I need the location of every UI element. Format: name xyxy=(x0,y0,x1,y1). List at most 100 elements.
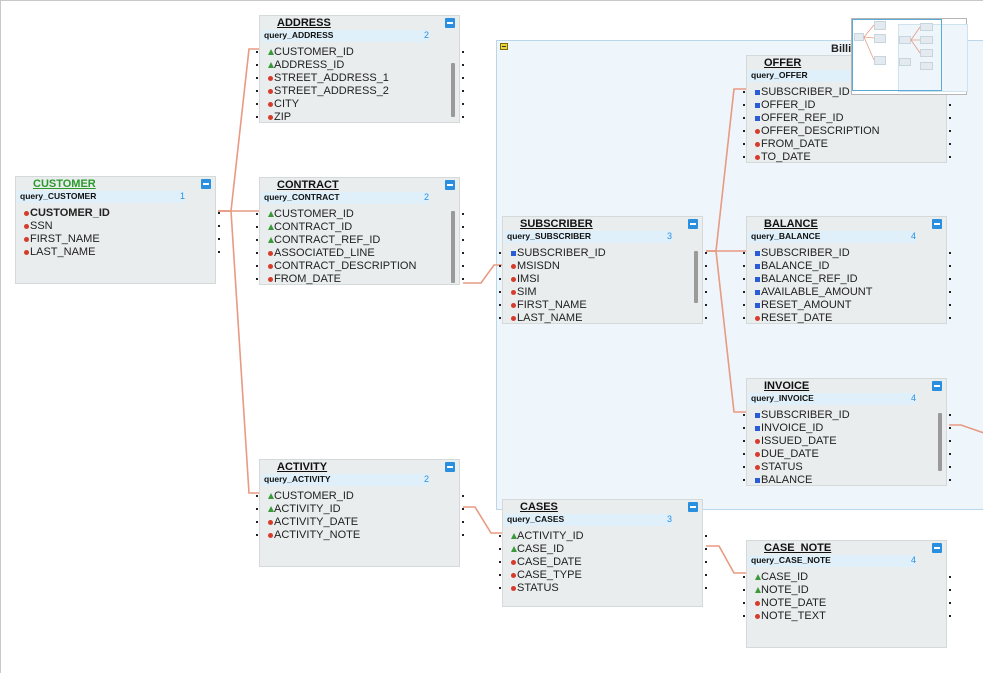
right-connector-dot[interactable] xyxy=(949,615,951,617)
column-row[interactable]: NOTE_TEXT xyxy=(743,610,951,623)
column-row[interactable]: IMSI xyxy=(499,273,707,286)
link-customer-address[interactable] xyxy=(218,48,259,212)
column-row[interactable]: ACTIVITY_ID xyxy=(256,503,464,516)
left-connector-dot[interactable] xyxy=(256,213,258,215)
right-connector-dot[interactable] xyxy=(949,143,951,145)
column-row[interactable]: TO_DATE xyxy=(743,151,951,164)
left-connector-dot[interactable] xyxy=(499,317,501,319)
right-connector-dot[interactable] xyxy=(705,535,707,537)
table-title[interactable]: INVOICE xyxy=(764,380,810,392)
column-row[interactable]: OFFER_DESCRIPTION xyxy=(743,125,951,138)
left-connector-dot[interactable] xyxy=(743,576,745,578)
column-row[interactable]: SSN xyxy=(16,220,220,233)
right-connector-dot[interactable] xyxy=(949,440,951,442)
column-row[interactable]: CUSTOMER_ID xyxy=(256,490,464,503)
right-connector-dot[interactable] xyxy=(218,238,220,240)
right-connector-dot[interactable] xyxy=(705,252,707,254)
collapse-toggle-icon[interactable] xyxy=(932,219,942,229)
column-row[interactable]: FROM_DATE xyxy=(743,138,951,151)
column-row[interactable]: SUBSCRIBER_ID xyxy=(499,247,707,260)
left-connector-dot[interactable] xyxy=(256,239,258,241)
column-row[interactable]: ZIP xyxy=(256,111,464,124)
column-row[interactable]: STATUS xyxy=(743,461,951,474)
link-activity-cases[interactable] xyxy=(463,506,502,534)
column-row[interactable]: CUSTOMER_ID xyxy=(256,208,464,221)
left-connector-dot[interactable] xyxy=(743,602,745,604)
right-connector-dot[interactable] xyxy=(705,291,707,293)
left-connector-dot[interactable] xyxy=(743,156,745,158)
column-row[interactable]: CONTRACT_REF_ID xyxy=(256,234,464,247)
left-connector-dot[interactable] xyxy=(743,265,745,267)
right-connector-dot[interactable] xyxy=(949,156,951,158)
column-row[interactable]: CITY xyxy=(256,98,464,111)
column-row[interactable]: CASE_DATE xyxy=(499,556,707,569)
right-connector-dot[interactable] xyxy=(462,521,464,523)
collapse-toggle-icon[interactable] xyxy=(445,180,455,190)
column-row[interactable]: NOTE_ID xyxy=(743,584,951,597)
table-title[interactable]: CASES xyxy=(520,501,558,513)
left-connector-dot[interactable] xyxy=(499,574,501,576)
right-connector-dot[interactable] xyxy=(705,587,707,589)
right-connector-dot[interactable] xyxy=(949,317,951,319)
right-connector-dot[interactable] xyxy=(462,51,464,53)
column-row[interactable]: FIRST_NAME xyxy=(16,233,220,246)
right-connector-dot[interactable] xyxy=(462,508,464,510)
column-row[interactable]: STREET_ADDRESS_2 xyxy=(256,85,464,98)
left-connector-dot[interactable] xyxy=(743,143,745,145)
left-connector-dot[interactable] xyxy=(256,495,258,497)
left-connector-dot[interactable] xyxy=(499,548,501,550)
left-connector-dot[interactable] xyxy=(256,265,258,267)
left-connector-dot[interactable] xyxy=(743,130,745,132)
column-row[interactable]: CONTRACT_DESCRIPTION xyxy=(256,260,464,273)
column-row[interactable]: ACTIVITY_ID xyxy=(499,530,707,543)
table-header[interactable]: CUSTOMER xyxy=(16,177,215,191)
left-connector-dot[interactable] xyxy=(499,291,501,293)
left-connector-dot[interactable] xyxy=(743,91,745,93)
vertical-scrollbar[interactable] xyxy=(694,251,698,303)
column-row[interactable]: RESET_DATE xyxy=(743,312,951,325)
column-row[interactable]: CASE_TYPE xyxy=(499,569,707,582)
left-connector-dot[interactable] xyxy=(743,589,745,591)
column-row[interactable]: LAST_NAME xyxy=(16,246,220,259)
right-connector-dot[interactable] xyxy=(462,265,464,267)
column-row[interactable]: ISSUED_DATE xyxy=(743,435,951,448)
column-row[interactable]: OFFER_ID xyxy=(743,99,951,112)
right-connector-dot[interactable] xyxy=(949,427,951,429)
right-connector-dot[interactable] xyxy=(462,278,464,280)
table-header[interactable]: SUBSCRIBER xyxy=(503,217,702,231)
right-connector-dot[interactable] xyxy=(462,77,464,79)
left-connector-dot[interactable] xyxy=(743,615,745,617)
right-connector-dot[interactable] xyxy=(949,589,951,591)
right-connector-dot[interactable] xyxy=(949,453,951,455)
left-connector-dot[interactable] xyxy=(743,466,745,468)
left-connector-dot[interactable] xyxy=(743,291,745,293)
column-row[interactable]: CUSTOMER_ID xyxy=(256,46,464,59)
column-row[interactable]: RESET_AMOUNT xyxy=(743,299,951,312)
group-collapse-toggle[interactable] xyxy=(500,43,508,50)
left-connector-dot[interactable] xyxy=(499,265,501,267)
left-connector-dot[interactable] xyxy=(743,278,745,280)
left-connector-dot[interactable] xyxy=(743,414,745,416)
left-connector-dot[interactable] xyxy=(499,278,501,280)
left-connector-dot[interactable] xyxy=(743,252,745,254)
collapse-toggle-icon[interactable] xyxy=(932,381,942,391)
right-connector-dot[interactable] xyxy=(462,103,464,105)
column-row[interactable]: AVAILABLE_AMOUNT xyxy=(743,286,951,299)
left-connector-dot[interactable] xyxy=(499,535,501,537)
column-row[interactable]: CASE_ID xyxy=(499,543,707,556)
right-connector-dot[interactable] xyxy=(705,278,707,280)
collapse-toggle-icon[interactable] xyxy=(932,543,942,553)
right-connector-dot[interactable] xyxy=(462,252,464,254)
column-row[interactable]: FIRST_NAME xyxy=(499,299,707,312)
column-row[interactable]: CASE_ID xyxy=(743,571,951,584)
right-connector-dot[interactable] xyxy=(949,130,951,132)
right-connector-dot[interactable] xyxy=(949,278,951,280)
column-row[interactable]: STATUS xyxy=(499,582,707,595)
